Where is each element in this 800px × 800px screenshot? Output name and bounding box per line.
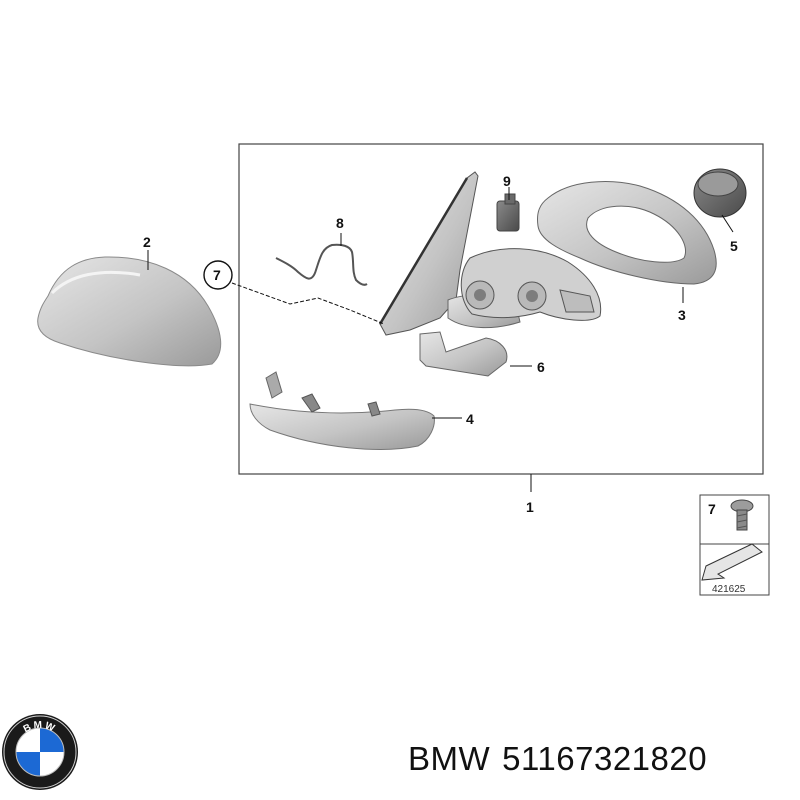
fastener-inset: 7 421625 [699,494,770,596]
callout-9: 9 [503,173,511,189]
callout-2: 2 [143,234,151,250]
callout-7: 7 [213,267,221,283]
part-9-actuator [496,193,520,232]
part-6-bracket [419,331,508,377]
part-2-mirror-cap [37,256,222,367]
caption-brand: BMW [408,740,491,777]
part-3-housing-frame [537,181,717,285]
assembly-frame [238,143,764,475]
bmw-logo: BMW [2,714,78,790]
screw-icon [730,499,754,531]
callout-8: 8 [336,215,344,231]
callout-6: 6 [537,359,545,375]
callout-1: 1 [526,499,534,515]
arrow-icon [701,543,763,581]
part-5-motor [693,168,747,218]
part-8-wire-harness [275,243,368,286]
part-number-caption: BMW 51167321820 [408,740,707,778]
callout-5: 5 [730,238,738,254]
inset-label: 7 [708,501,716,517]
part-4-trim-strip [249,371,435,450]
caption-part-number: 51167321820 [502,740,708,777]
glass-carrier-mechanism [460,248,602,321]
inset-ref-number: 421625 [712,584,746,595]
logo-text: BMW [22,720,58,735]
callout-4: 4 [466,411,474,427]
callout-3: 3 [678,307,686,323]
callout-7-circle [203,260,233,290]
leader-lines [147,187,734,492]
